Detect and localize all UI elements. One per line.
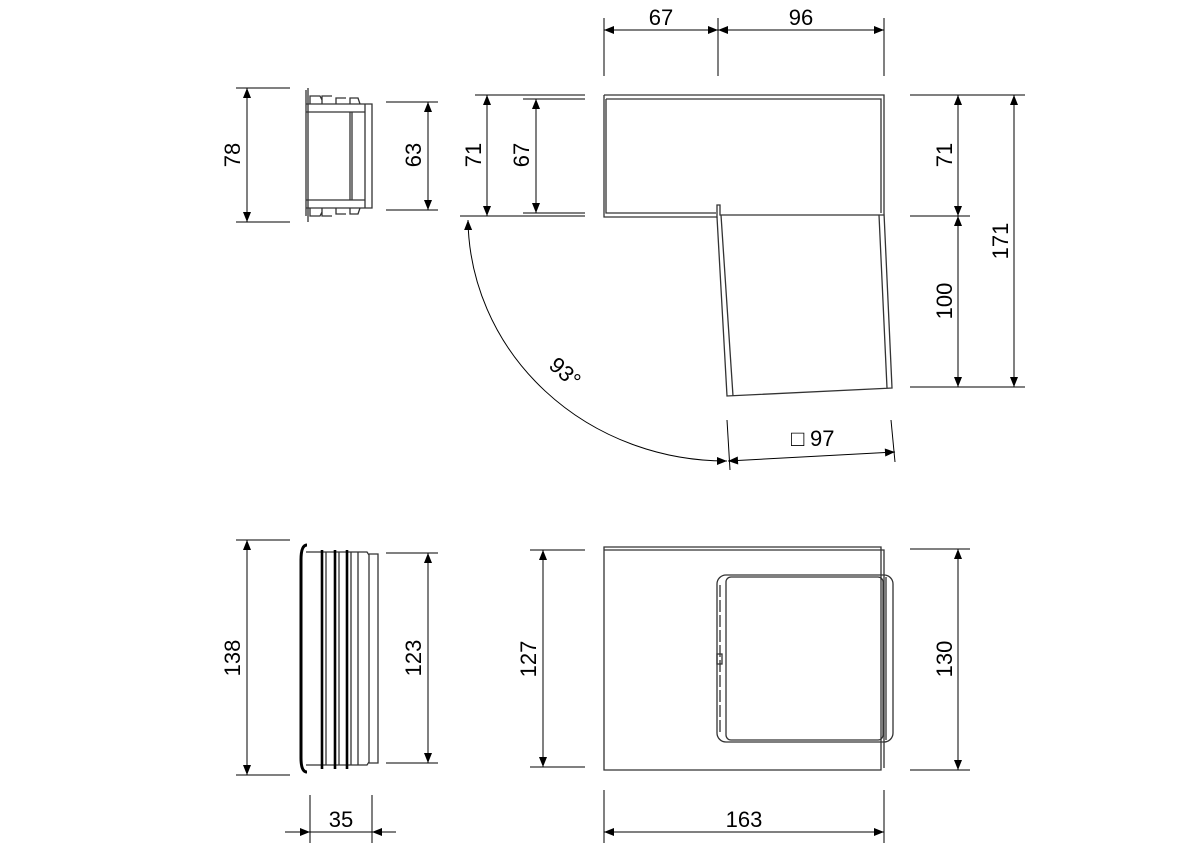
dimension-coupler-inner-123: 123 — [386, 552, 438, 764]
dimension-label: 171 — [988, 223, 1013, 260]
dimension-label: 67 — [509, 143, 534, 167]
dimension-bend-inner-67: 67 — [509, 99, 540, 213]
dimension-coupler-inner-63: 63 — [386, 101, 438, 211]
bend-front-view — [603, 546, 894, 771]
dimension-bend-height-130: 130 — [910, 548, 970, 771]
dimension-label: 97 — [810, 426, 834, 451]
square-symbol: □ — [791, 426, 804, 451]
bend-top-view — [603, 94, 893, 397]
dimension-coupler-depth-35: 35 — [285, 795, 396, 843]
dimension-label: 127 — [516, 641, 541, 678]
dimension-label: 130 — [932, 641, 957, 678]
dimension-label: 123 — [401, 640, 426, 677]
dimension-label: 96 — [789, 5, 813, 30]
dimension-coupler-height-78: 78 — [220, 87, 290, 223]
dimension-top-96: 96 — [718, 5, 885, 76]
dimension-top-67: 67 — [603, 5, 719, 76]
dimension-label: 93° — [544, 352, 585, 393]
dimension-label: 100 — [932, 283, 957, 320]
dimension-coupler-height-138: 138 — [220, 539, 290, 776]
dimension-label: 63 — [401, 143, 426, 167]
dimension-square-97: □ 97 — [726, 419, 896, 471]
dimension-label: 163 — [726, 807, 763, 832]
dimension-label: 35 — [329, 807, 353, 832]
coupler-front-view-bottom — [299, 543, 379, 774]
dimension-bend-width-163: 163 — [603, 790, 885, 843]
dimension-right-71-100-171: 71 100 171 — [910, 94, 1025, 388]
dimension-label: 67 — [649, 5, 673, 30]
dimension-bend-height-71: 71 — [460, 94, 585, 217]
coupler-side-view-top — [305, 88, 373, 222]
dimension-label: 78 — [220, 143, 245, 167]
dimension-angle-93: 93° — [464, 219, 728, 466]
dimension-label: 138 — [220, 640, 245, 677]
dimension-bend-height-127: 127 — [516, 549, 585, 768]
dimension-label: 71 — [461, 143, 486, 167]
dimension-label: 71 — [932, 143, 957, 167]
